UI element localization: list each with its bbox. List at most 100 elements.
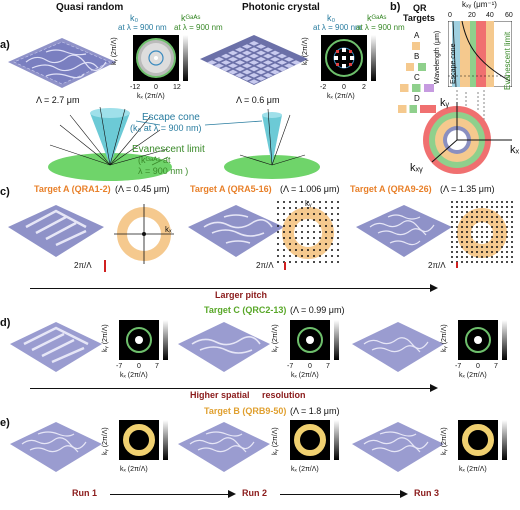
grid-dot bbox=[337, 231, 339, 233]
c-scale-2: 2π/Λ bbox=[256, 261, 274, 270]
e-kx-axis-3: kₓ (2π/Λ) bbox=[459, 466, 487, 473]
pillar bbox=[207, 60, 217, 65]
grid-dot bbox=[456, 226, 458, 228]
grid-dot bbox=[501, 201, 503, 203]
d-kx-axis-1: kₓ (2π/Λ) bbox=[120, 372, 148, 379]
grid-dot bbox=[301, 225, 303, 227]
grid-dot bbox=[337, 261, 339, 263]
tick-right-0: -2 bbox=[320, 84, 327, 91]
grid-dot bbox=[451, 211, 453, 213]
grid-dot bbox=[313, 219, 315, 221]
pillar bbox=[249, 41, 259, 46]
grid-dot bbox=[277, 243, 279, 245]
c-kx-1: kₓ bbox=[165, 225, 172, 234]
pillar bbox=[270, 63, 280, 68]
grid-dot bbox=[313, 231, 315, 233]
grid-dot bbox=[506, 206, 508, 208]
grid-dot bbox=[307, 255, 309, 257]
grid-dot bbox=[331, 255, 333, 257]
grid-dot bbox=[506, 251, 508, 253]
grid-dot bbox=[295, 249, 297, 251]
grid-dot bbox=[501, 241, 503, 243]
grid-dot bbox=[476, 206, 478, 208]
grid-dot bbox=[491, 211, 493, 213]
grid-dot bbox=[506, 256, 508, 258]
tick-left-1: 0 bbox=[154, 84, 158, 91]
escape-cone-illustration bbox=[48, 106, 320, 181]
evanescent-vertical: Evanescent limit bbox=[503, 31, 512, 90]
tick-right-2: 2 bbox=[362, 84, 366, 91]
fourier-e-3 bbox=[458, 420, 498, 460]
grid-dot bbox=[301, 261, 303, 263]
fourier-e-2 bbox=[290, 420, 330, 460]
grid-dot bbox=[451, 216, 453, 218]
grid-dot bbox=[319, 231, 321, 233]
grid-dot bbox=[277, 231, 279, 233]
d-tick-2b: 0 bbox=[308, 363, 312, 370]
grid-dot bbox=[313, 201, 315, 203]
pillar bbox=[284, 63, 294, 68]
grid-dot bbox=[451, 241, 453, 243]
grid-dot bbox=[337, 249, 339, 251]
pillar bbox=[235, 60, 245, 65]
grid-dot bbox=[466, 226, 468, 228]
grid-dot bbox=[481, 236, 483, 238]
grid-dot bbox=[319, 225, 321, 227]
grid-dot bbox=[476, 246, 478, 248]
grid-dot bbox=[471, 216, 473, 218]
grid-dot bbox=[331, 219, 333, 221]
grid-dot bbox=[325, 207, 327, 209]
pillar bbox=[263, 53, 273, 59]
grid-dot bbox=[481, 251, 483, 253]
grid-dot bbox=[461, 236, 463, 238]
grid-dot bbox=[325, 255, 327, 257]
grid-dot bbox=[476, 241, 478, 243]
grid-dot bbox=[496, 221, 498, 223]
grid-dot bbox=[461, 241, 463, 243]
resolution-arrow-head bbox=[430, 384, 438, 392]
grid-dot bbox=[331, 231, 333, 233]
surface-e-1 bbox=[10, 422, 102, 472]
grid-dot bbox=[511, 201, 513, 203]
k0-sub-left: at λ = 900 nm bbox=[118, 23, 167, 32]
grid-dot bbox=[307, 237, 309, 239]
grid-dot bbox=[471, 261, 473, 263]
grid-dot bbox=[476, 226, 478, 228]
grid-dot bbox=[501, 231, 503, 233]
surface-e-3 bbox=[352, 422, 444, 472]
k0-sub-right: at λ = 900 nm bbox=[313, 23, 362, 32]
surface-e-2 bbox=[178, 422, 270, 472]
pillar bbox=[256, 76, 266, 81]
grid-dot bbox=[451, 226, 453, 228]
d-title: Target C (QRC2-13) bbox=[204, 305, 287, 315]
grid-dot bbox=[307, 243, 309, 245]
grid-dot bbox=[476, 256, 478, 258]
colorbar-d-1 bbox=[163, 320, 168, 360]
kgaas-sub-right: at λ = 900 nm bbox=[356, 23, 405, 32]
pillar bbox=[221, 60, 231, 65]
grid-dot bbox=[451, 251, 453, 253]
grid-dot bbox=[501, 206, 503, 208]
colorbar-e-2 bbox=[334, 420, 339, 460]
grid-dot bbox=[451, 206, 453, 208]
grid-dot bbox=[501, 226, 503, 228]
grid-dot bbox=[506, 226, 508, 228]
target-b-swatch bbox=[406, 63, 414, 71]
grid-dot bbox=[471, 236, 473, 238]
grid-dot bbox=[301, 231, 303, 233]
c-scale-bar-1 bbox=[104, 260, 106, 272]
grid-dot bbox=[307, 249, 309, 251]
pillar bbox=[235, 73, 245, 78]
grid-dot bbox=[456, 246, 458, 248]
grid-dot bbox=[506, 211, 508, 213]
grid-dot bbox=[471, 256, 473, 258]
grid-dot bbox=[486, 241, 488, 243]
grid-dot bbox=[301, 201, 303, 203]
e-ky-axis-1: kᵧ (2π/Λ) bbox=[102, 427, 109, 455]
surface-qra5 bbox=[188, 205, 284, 257]
grid-dot bbox=[461, 246, 463, 248]
run-1-label: Run 1 bbox=[72, 488, 98, 498]
grid-dot bbox=[456, 211, 458, 213]
grid-dot bbox=[496, 251, 498, 253]
grid-dot bbox=[471, 221, 473, 223]
